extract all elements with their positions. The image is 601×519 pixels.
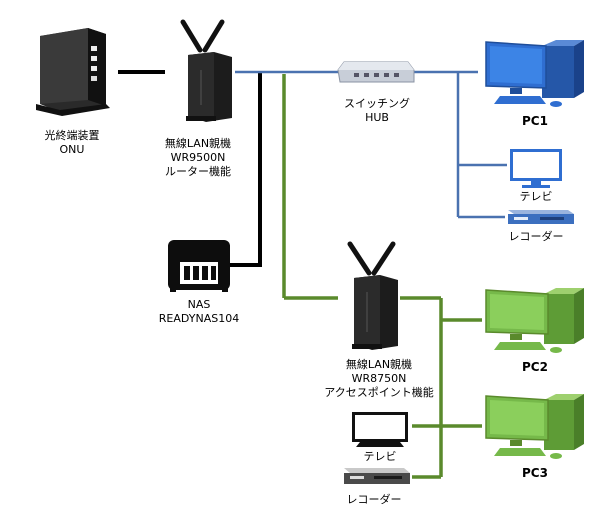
tv2-label: テレビ xyxy=(363,450,397,463)
router-label: 無線LAN親機 WR9500N ルーター機能 xyxy=(148,137,248,179)
desktop-pc-icon xyxy=(485,394,584,459)
onu-label-line1: 光終端装置 xyxy=(44,129,100,142)
ap-label-line1: 無線LAN親機 xyxy=(345,358,413,371)
router-label-line3: ルーター機能 xyxy=(165,165,231,178)
switching-hub-icon xyxy=(337,61,415,83)
nas-label-line2: READYNAS104 xyxy=(158,312,240,325)
onu-label-line2: ONU xyxy=(59,143,85,156)
hub-label-line2: HUB xyxy=(365,111,389,124)
rec1-label: レコーダー xyxy=(508,230,564,243)
wifi-router-icon xyxy=(180,19,232,122)
ap-label: 無線LAN親機 WR8750N アクセスポイント機能 xyxy=(314,358,444,400)
recorder-icon xyxy=(344,468,410,484)
onu-icon xyxy=(36,28,110,116)
hub-label-line1: スイッチング xyxy=(344,97,410,110)
tv-icon xyxy=(510,149,562,188)
nas-label: NAS READYNAS104 xyxy=(149,298,249,326)
pc2-label: PC2 xyxy=(522,360,548,374)
router-label-line1: 無線LAN親機 xyxy=(164,137,232,150)
desktop-pc-icon xyxy=(485,40,584,107)
wires xyxy=(118,70,507,479)
hub-label: スイッチング HUB xyxy=(327,97,427,125)
tv1-label: テレビ xyxy=(519,190,553,203)
nas-icon xyxy=(168,240,230,292)
pc3-label: PC3 xyxy=(522,466,548,480)
ap-label-line3: アクセスポイント機能 xyxy=(324,386,434,399)
pc1-label: PC1 xyxy=(522,114,548,128)
nas-label-line1: NAS xyxy=(187,298,211,311)
onu-label: 光終端装置 ONU xyxy=(22,129,122,157)
recorder-icon xyxy=(508,210,574,224)
ap-label-line2: WR8750N xyxy=(351,372,407,385)
wifi-router-icon xyxy=(347,241,398,350)
router-label-line2: WR9500N xyxy=(170,151,226,164)
desktop-pc-icon xyxy=(485,288,584,353)
tv-icon xyxy=(352,412,408,447)
rec2-label: レコーダー xyxy=(346,493,402,506)
